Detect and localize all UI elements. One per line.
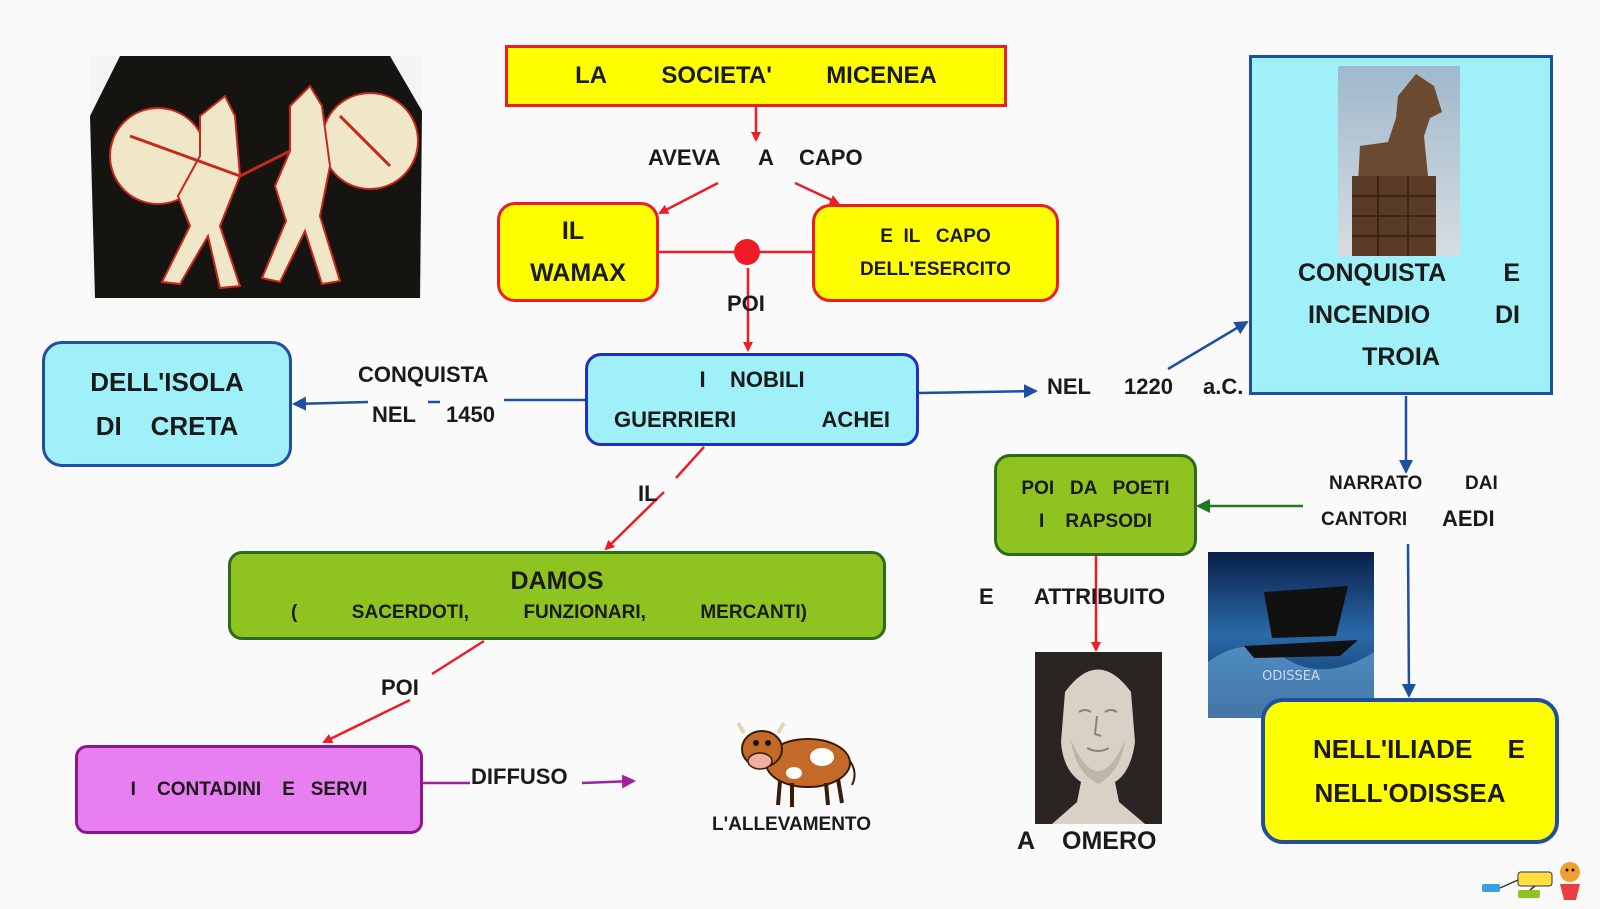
nobili-achei: ACHEI (821, 406, 890, 432)
creta-line-1: DELL'ISOLA (90, 367, 244, 397)
label-capo: CAPO (799, 145, 863, 170)
rapsodi-line-1: POI DA POETI (1021, 478, 1170, 499)
nobili-line-1: I NOBILI (699, 366, 805, 392)
label-a-omero: A (1017, 827, 1036, 855)
label-attribuito: ATTRIBUITO (1034, 584, 1166, 609)
wamax-line-2: WAMAX (530, 259, 626, 287)
iliade-box: NELL'ILIADE E NELL'ODISSEA (1261, 698, 1559, 844)
creta-box: DELL'ISOLA DI CRETA (42, 341, 292, 467)
label-1220: 1220 (1124, 374, 1173, 399)
label-ac: a.C. (1203, 374, 1244, 399)
title-word-2: SOCIETA' (661, 62, 772, 89)
odyssey-ship-image: ODISSEA (1208, 552, 1374, 718)
wamax-box: IL WAMAX (497, 202, 659, 302)
nobili-box: I NOBILI GUERRIERI ACHEI (585, 353, 919, 446)
junction-dot (734, 239, 760, 265)
label-allevamento: L'ALLEVAMENTO (712, 814, 871, 835)
greek-warriors-vase-image (90, 56, 422, 298)
iliade-e: E (1507, 734, 1525, 764)
wamax-line-1: IL (561, 217, 585, 245)
troia-incendio: INCENDIO (1308, 301, 1431, 329)
capo-esercito-box: E IL CAPO DELL'ESERCITO (812, 204, 1059, 302)
troia-line-3: TROIA (1362, 343, 1440, 371)
label-e: E (979, 584, 994, 609)
label-1450: 1450 (446, 402, 495, 427)
damos-sacerdoti: SACERDOTI, (351, 601, 469, 623)
label-nel-1: NEL (372, 402, 416, 427)
rapsodi-line-2: I RAPSODI (1039, 511, 1152, 532)
label-conquista: CONQUISTA (358, 362, 489, 387)
contadini-text: I CONTADINI E SERVI (130, 778, 368, 800)
capo-esercito-line-1: E IL CAPO (880, 226, 991, 247)
label-dai: DAI (1465, 473, 1498, 494)
label-a: A (758, 145, 774, 170)
label-nel-2: NEL (1047, 374, 1091, 399)
damos-mercanti: MERCANTI) (700, 601, 807, 623)
damos-funzionari: FUNZIONARI, (523, 601, 646, 623)
cow-icon (730, 715, 860, 811)
label-poi-1: POI (727, 291, 765, 316)
homer-bust-image (1035, 652, 1162, 824)
label-omero: OMERO (1062, 827, 1157, 855)
iliade-line-1: NELL'ILIADE (1313, 734, 1473, 764)
label-narrato: NARRATO (1329, 473, 1423, 494)
title-word-1: LA (575, 62, 608, 89)
troia-e: E (1503, 259, 1520, 287)
label-diffuso: DIFFUSO (471, 764, 568, 789)
label-aveva: AVEVA (648, 145, 721, 170)
label-il: IL (638, 481, 658, 506)
capo-esercito-line-2: DELL'ESERCITO (860, 259, 1011, 280)
label-cantori: CANTORI (1321, 509, 1408, 530)
creta-line-2: DI CRETA (95, 411, 239, 441)
odissea-logo-text: ODISSEA (1262, 669, 1320, 684)
label-poi-2: POI (381, 675, 419, 700)
damos-title: DAMOS (510, 566, 604, 595)
troia-di: DI (1495, 301, 1520, 329)
title-box: LA SOCIETA' MICENEA (505, 45, 1007, 107)
rapsodi-box: POI DA POETI I RAPSODI (994, 454, 1197, 556)
damos-paren: ( (291, 601, 298, 623)
damos-box: DAMOS ( SACERDOTI, FUNZIONARI, MERCANTI) (228, 551, 886, 640)
trojan-horse-image (1338, 66, 1460, 256)
mappa-logo-icon (1478, 854, 1588, 902)
nobili-guerrieri: GUERRIERI (614, 406, 737, 432)
title-word-3: MICENEA (826, 62, 937, 89)
iliade-line-2: NELL'ODISSEA (1314, 778, 1506, 808)
contadini-box: I CONTADINI E SERVI (75, 745, 423, 834)
label-aedi: AEDI (1442, 506, 1495, 531)
troia-conquista: CONQUISTA (1298, 259, 1447, 287)
